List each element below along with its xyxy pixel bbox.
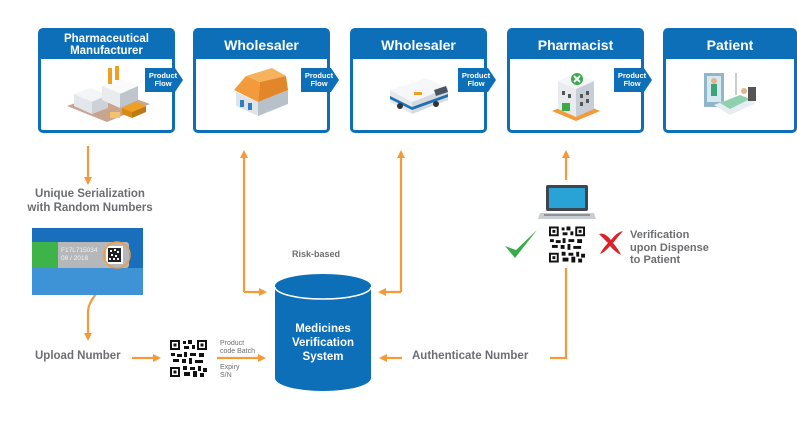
laptop-icon: [538, 185, 596, 219]
connector-qr-to-authenticate: [550, 268, 568, 360]
node-title-line2: Manufacturer: [70, 45, 143, 57]
serialization-title-line1: Unique Serialization: [35, 188, 145, 200]
pack-datamatrix-icon: [106, 246, 123, 264]
mvs-label-line1: Medicines: [295, 323, 351, 335]
node-title: Pharmaceutical Manufacturer: [41, 31, 172, 59]
upload-number-label: Upload Number: [35, 350, 121, 362]
pack-code-label: F17L715034 08 / 2018: [58, 242, 129, 268]
serialization-title: Unique Serialization with Random Numbers: [20, 187, 160, 215]
mvs-label-line3: System: [302, 351, 344, 363]
check-mark-icon: [505, 230, 537, 258]
dispense-line3: to Patient: [630, 254, 681, 266]
mvs-label-line2: Verification: [292, 337, 354, 349]
qr-fields-bottom: Expiry S/N: [220, 364, 240, 379]
arrow-label-to-upload: [84, 293, 97, 341]
pharmacy-building-icon: [551, 72, 600, 121]
node-title: Wholesaler: [196, 31, 327, 59]
qr-fields-top: Product code Batch: [220, 340, 256, 355]
medicine-pack-label: F17L715034 08 / 2018: [32, 228, 143, 295]
mvs-database-cylinder: [274, 274, 372, 391]
qr-code-icon-dispense: [549, 226, 585, 263]
qr-code-icon-upload: [170, 340, 207, 377]
mvs-label: Medicines Verification System: [274, 322, 372, 364]
node-title: Pharmacist: [510, 31, 641, 59]
node-title: Wholesaler: [353, 31, 484, 59]
node-title-line1: Pharmaceutical: [63, 33, 149, 45]
pack-green-stripe: [32, 242, 58, 268]
node-pharmacist: Pharmacist: [507, 28, 644, 133]
serialization-title-line2: with Random Numbers: [27, 202, 153, 214]
warehouse-icon: [233, 67, 288, 116]
node-title: Patient: [666, 31, 794, 59]
risk-based-label: Risk-based: [292, 249, 341, 259]
magnifier-circle-icon: [103, 241, 131, 269]
node-patient: Patient: [663, 28, 797, 133]
hospital-bed-icon: [704, 72, 756, 115]
pack-expiry-date: 08 / 2018: [61, 255, 89, 262]
delivery-van-icon: [389, 77, 448, 114]
cross-mark-icon: [599, 231, 623, 255]
factory-icon: [66, 65, 150, 122]
dispense-line1: Verification: [630, 229, 690, 241]
authenticate-number-label: Authenticate Number: [412, 350, 529, 362]
pack-serial-code: F17L715034: [61, 247, 98, 254]
dispense-line2: upon Dispense: [630, 241, 709, 254]
verification-upon-dispense-label: Verification upon Dispense to Patient: [630, 229, 709, 267]
